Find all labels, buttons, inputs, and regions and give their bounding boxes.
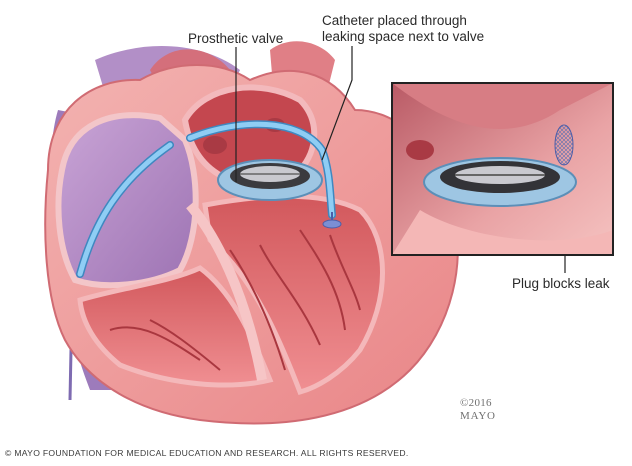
inset-plug xyxy=(554,124,574,166)
right-atrium xyxy=(55,112,199,289)
septum xyxy=(186,201,267,381)
prosthetic-valve-label: Prosthetic valve xyxy=(188,31,284,46)
footer-copyright: © MAYO FOUNDATION FOR MEDICAL EDUCATION … xyxy=(5,448,409,458)
catheter xyxy=(76,120,342,278)
left-ventricle xyxy=(202,193,385,395)
left-atrium xyxy=(181,84,318,184)
plug-label: Plug blocks leak xyxy=(512,276,610,291)
right-ventricle xyxy=(77,265,274,388)
copyright-year: ©2016 xyxy=(460,397,492,409)
inset-view xyxy=(391,82,614,256)
copyright-org: MAYO xyxy=(460,410,496,422)
catheter-label-line1: Catheter placed through xyxy=(322,13,467,28)
catheter-label-line2: leaking space next to valve xyxy=(322,29,485,44)
trabeculae xyxy=(109,229,361,371)
plug-icon xyxy=(322,212,342,229)
prosthetic-valve xyxy=(217,159,323,201)
